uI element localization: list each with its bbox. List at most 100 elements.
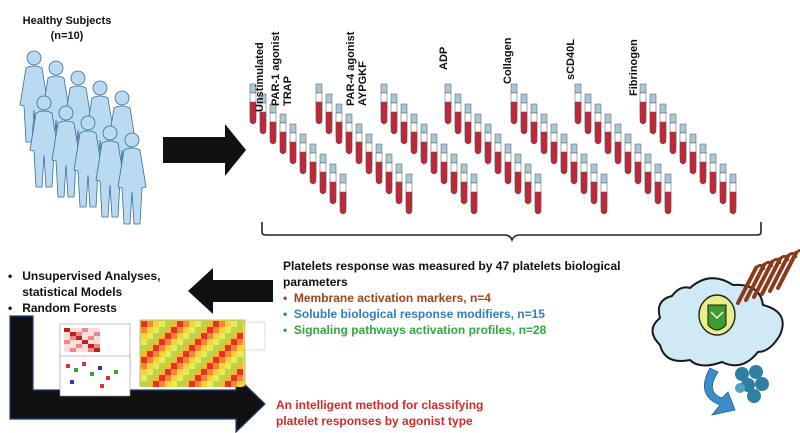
- test-tube: [634, 143, 642, 185]
- test-tube: [430, 133, 438, 175]
- tubes-bracket: [261, 222, 762, 243]
- curved-blue-arrow: [703, 367, 736, 416]
- scatter-plot-thumbnail: [59, 355, 131, 397]
- condition-label-unstimulated: Unstimulated: [254, 42, 266, 112]
- test-tube: [355, 123, 363, 165]
- test-tube: [600, 173, 608, 215]
- test-tube: [470, 173, 478, 215]
- person-silhouette: [51, 105, 81, 198]
- test-tube: [580, 153, 588, 195]
- healthy-subjects-silhouettes: [19, 50, 147, 225]
- analysis-item-text: statistical Models: [22, 285, 123, 299]
- conclusion-line-2: platelet responses by agonist type: [276, 414, 473, 428]
- test-tube: [604, 113, 612, 155]
- test-tube: [380, 83, 388, 125]
- test-tube: [345, 113, 353, 155]
- secreted-molecules-icon: [735, 365, 769, 403]
- parameter-item: • Membrane activation markers, n=4: [283, 291, 491, 305]
- parameter-item: • Signaling pathways activation profiles…: [283, 323, 547, 337]
- test-tubes: [249, 83, 737, 215]
- test-tube: [594, 103, 602, 145]
- parameter-item-text: Soluble biological response modifiers, n…: [293, 307, 545, 321]
- analysis-item: • Random Forests: [8, 301, 117, 315]
- test-tube: [329, 163, 337, 205]
- analysis-item: • Unsupervised Analyses,: [8, 269, 161, 283]
- test-tube: [669, 113, 677, 155]
- cohort-title: Healthy Subjects: [22, 15, 112, 27]
- params-to-analyses-arrow: [188, 268, 273, 314]
- test-tube: [520, 93, 528, 135]
- parameter-item-text: Membrane activation markers, n=4: [293, 291, 491, 305]
- condition-label-fibrinogen: Fibrinogen: [628, 39, 640, 96]
- test-tube: [450, 153, 458, 195]
- test-tube: [514, 153, 522, 195]
- test-tube: [699, 143, 707, 185]
- conclusion-text: An intelligent method for classifying pl…: [276, 397, 606, 429]
- test-tube: [339, 173, 347, 215]
- test-tube: [510, 83, 518, 125]
- test-tube: [624, 133, 632, 175]
- test-tube: [494, 133, 502, 175]
- test-tube: [570, 143, 578, 185]
- person-silhouette: [95, 125, 125, 218]
- test-tube: [315, 83, 323, 125]
- parameters-block: Platelets response was measured by 47 pl…: [283, 258, 683, 338]
- test-tube: [249, 83, 257, 125]
- test-tube: [530, 103, 538, 145]
- cohort-count: (n=10): [50, 30, 84, 42]
- test-tube: [319, 153, 327, 195]
- person-silhouette: [117, 132, 147, 225]
- test-tube: [390, 93, 398, 135]
- parameter-item-text: Signaling pathways activation profiles, …: [293, 323, 547, 337]
- test-tube: [454, 93, 462, 135]
- analysis-item: • statistical Models: [8, 284, 160, 300]
- test-tube: [440, 143, 448, 185]
- test-tube: [644, 153, 652, 195]
- analyses-to-conclusion-arrow: [9, 315, 266, 433]
- test-tube: [474, 113, 482, 155]
- test-tube: [335, 103, 343, 145]
- platelet-cell-illustration: [651, 248, 800, 416]
- analysis-item-text: Unsupervised Analyses,: [22, 269, 161, 283]
- test-tube: [560, 133, 568, 175]
- test-tube: [460, 163, 468, 205]
- condition-label-scd40l: sCD40L: [565, 39, 577, 80]
- test-tube: [484, 123, 492, 165]
- test-tube: [729, 173, 737, 215]
- heatmap-legend: [244, 321, 266, 351]
- receptor-helix-icon: [736, 248, 800, 305]
- test-tube: [649, 93, 657, 135]
- test-tube: [410, 113, 418, 155]
- parameter-item: • Soluble biological response modifiers,…: [283, 307, 545, 321]
- test-tube: [385, 153, 393, 195]
- condition-label-aypgkf: PAR-4 agonist AYPGKF: [345, 31, 369, 106]
- test-tube: [524, 163, 532, 205]
- test-tube: [464, 103, 472, 145]
- test-tube: [639, 83, 647, 125]
- condition-label-adp: ADP: [438, 46, 450, 70]
- test-tube: [709, 153, 717, 195]
- analyses-list: • Unsupervised Analyses, • statistical M…: [8, 268, 160, 316]
- person-silhouette: [29, 95, 59, 188]
- test-tube: [289, 123, 297, 165]
- test-tube: [269, 103, 277, 145]
- test-tube: [550, 123, 558, 165]
- test-tube: [279, 113, 287, 155]
- test-tube: [299, 133, 307, 175]
- test-tube: [574, 83, 582, 125]
- test-tube: [679, 123, 687, 165]
- test-tube: [365, 133, 373, 175]
- analysis-item-text: Random Forests: [22, 301, 117, 315]
- test-tube: [309, 143, 317, 185]
- test-tube: [659, 103, 667, 145]
- cohort-label: Healthy Subjects (n=10): [12, 14, 122, 44]
- test-tube: [664, 173, 672, 215]
- test-tube: [654, 163, 662, 205]
- conclusion-line-1: An intelligent method for classifying: [276, 398, 484, 412]
- test-tube: [259, 93, 267, 135]
- test-tube: [444, 83, 452, 125]
- person-silhouette: [73, 115, 103, 208]
- test-tube: [689, 133, 697, 175]
- test-tube: [584, 93, 592, 135]
